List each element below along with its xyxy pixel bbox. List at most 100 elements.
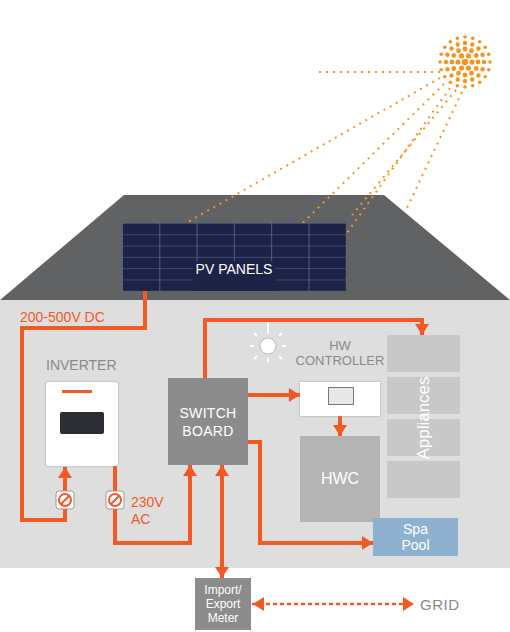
node-text: HW CONTROLLER <box>292 338 388 378</box>
node-text: Appliances <box>414 376 434 459</box>
connector-line <box>253 603 414 606</box>
arrow-head <box>215 465 229 476</box>
node-text: PV PANELS <box>193 261 276 291</box>
sun-dot <box>450 60 455 65</box>
sun-dot <box>470 77 474 81</box>
sun-dot <box>487 68 491 72</box>
sun-dot <box>459 53 464 58</box>
sun-dot <box>449 73 453 77</box>
sun-dot <box>482 60 486 64</box>
sun-dot <box>449 46 453 50</box>
sun-dot <box>470 42 474 46</box>
sun-dot <box>451 53 456 58</box>
roof <box>0 195 510 300</box>
hot-water-cylinder: HWC <box>300 436 380 522</box>
arrow-head <box>215 567 229 578</box>
sun-dot <box>483 46 487 50</box>
power-wire <box>22 291 145 520</box>
appliances-stack: Appliances <box>387 335 460 500</box>
sun-dot <box>469 48 474 53</box>
arrow-head <box>253 597 264 611</box>
sun-dot <box>439 52 443 56</box>
sun-dot <box>463 85 467 89</box>
inverter-display <box>60 412 104 434</box>
power-wire <box>222 465 223 578</box>
pv-panel-array: PV PANELS <box>122 223 346 291</box>
sun-dot <box>455 36 459 40</box>
node-text: INVERTER <box>30 356 134 378</box>
switch-board-box: SWITCH BOARD <box>168 378 248 465</box>
sun-dot <box>476 60 481 65</box>
dotted-grid-link <box>253 604 414 605</box>
arrow-head <box>58 467 72 478</box>
sun-dot <box>455 84 459 88</box>
sun-dot <box>483 75 487 79</box>
sun-dot <box>463 47 468 52</box>
power-wire <box>115 465 190 543</box>
sun-dot <box>474 66 479 71</box>
sun-dot <box>487 52 491 56</box>
sun-dot <box>456 71 461 76</box>
grid-node: GRID <box>420 594 480 614</box>
sun-dot <box>466 53 471 58</box>
connector-line <box>22 291 145 520</box>
sun-dot <box>471 84 475 88</box>
inverter-brand-mark <box>62 390 92 393</box>
sun-dot <box>462 59 468 65</box>
sun-dot <box>476 73 480 77</box>
hw-controller-housing <box>300 382 380 416</box>
sun-dot <box>456 77 460 81</box>
sun-dot <box>445 53 449 57</box>
light-bulb <box>250 322 286 362</box>
connector-line <box>220 465 224 578</box>
sun-dot <box>463 79 467 83</box>
arrow-head <box>415 324 429 335</box>
node-text: SWITCH BOARD <box>168 404 248 440</box>
sun-dot <box>443 75 447 79</box>
sun-dot <box>438 60 442 64</box>
sun-dot <box>469 71 474 76</box>
arrow-head <box>362 536 373 550</box>
sun-dot <box>449 80 453 84</box>
sun-dot <box>476 46 480 50</box>
node-text: Import/ Export Meter <box>198 583 248 625</box>
sun-dot <box>469 59 474 64</box>
spa-pool-box: Spa Pool <box>373 518 458 556</box>
sun-dot <box>456 48 461 53</box>
controller-screen <box>328 387 354 405</box>
arrow-head <box>183 465 197 476</box>
sun-dot <box>455 59 460 64</box>
hw-controller-unit: HW CONTROLLER <box>292 338 388 416</box>
sun-dot <box>466 65 471 70</box>
sun-dot <box>449 40 453 44</box>
inverter-unit: INVERTER <box>30 356 134 466</box>
sun-dot <box>463 41 467 45</box>
sun-dot <box>478 40 482 44</box>
node-text: GRID <box>420 596 460 613</box>
inverter-housing <box>46 382 118 466</box>
sun-symbol <box>438 35 492 89</box>
sun-dot <box>456 42 460 46</box>
voltage-label: 230V AC <box>131 494 171 528</box>
sun-dot <box>443 46 447 50</box>
sun-dot <box>451 66 456 71</box>
sun-dot <box>480 53 484 57</box>
node-text: HWC <box>321 470 359 488</box>
voltage-label: 200-500V DC <box>18 309 107 325</box>
arrow-head <box>333 425 347 436</box>
appliance-box <box>387 461 460 498</box>
sun-dot <box>463 35 467 39</box>
sun-dot <box>439 68 443 72</box>
sun-dot <box>478 80 482 84</box>
isolator-switch <box>106 491 124 509</box>
appliance-box <box>387 335 460 372</box>
import-export-meter: Import/ Export Meter <box>195 578 251 630</box>
arrow-head <box>403 597 414 611</box>
arrow-head <box>289 388 300 402</box>
sun-dot <box>474 53 479 58</box>
sun-dot <box>463 73 468 78</box>
sun-dot <box>488 60 492 64</box>
sun-dot <box>445 67 449 71</box>
sun-dot <box>459 65 464 70</box>
